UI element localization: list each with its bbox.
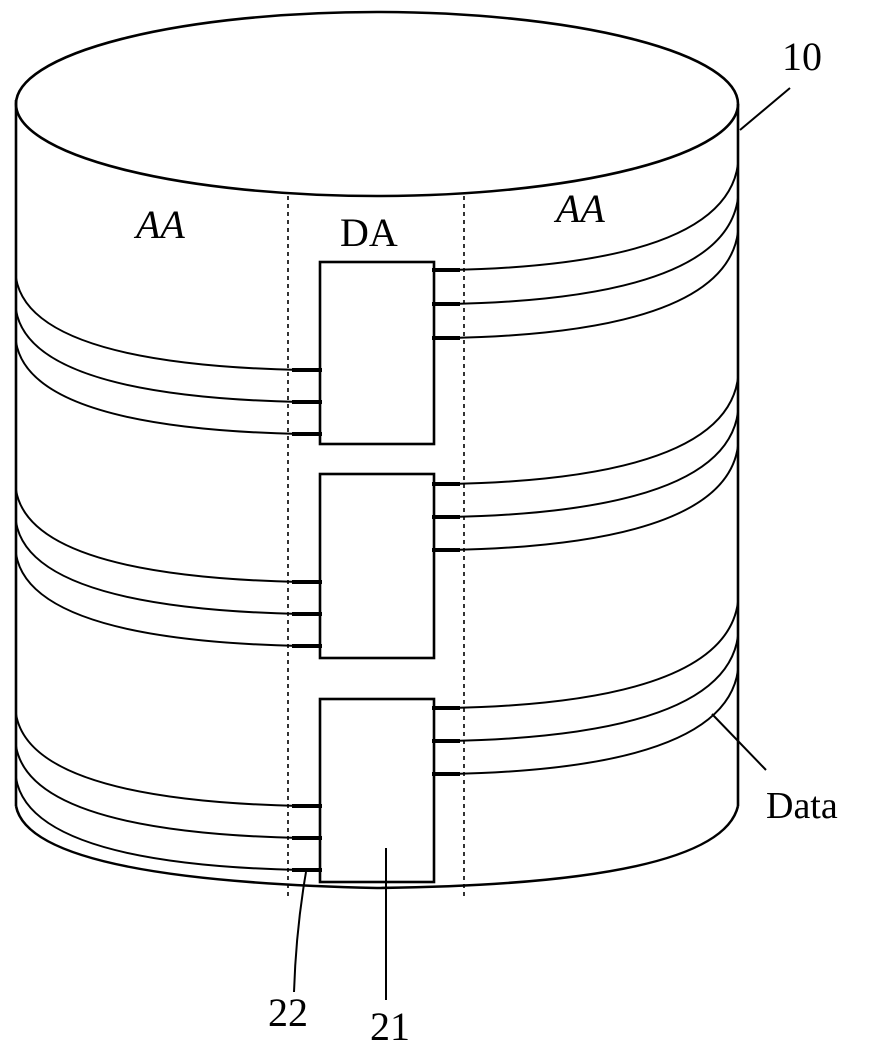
leader-22 bbox=[294, 872, 306, 992]
data-line-right-2-1 bbox=[452, 378, 738, 484]
data-line-left-1-1 bbox=[16, 278, 300, 370]
label-aa-left: AA bbox=[133, 202, 185, 247]
data-line-right-3-3 bbox=[452, 670, 738, 774]
ref-label-22: 22 bbox=[268, 990, 308, 1035]
data-line-right-2-3 bbox=[452, 446, 738, 550]
driver-chips bbox=[320, 262, 434, 882]
leader-10 bbox=[740, 88, 790, 130]
driver-chip-3 bbox=[320, 699, 434, 882]
data-line-left-1-2 bbox=[16, 310, 300, 402]
ref-label-10: 10 bbox=[782, 34, 822, 79]
data-line-left-2-1 bbox=[16, 490, 300, 582]
data-line-right-3-2 bbox=[452, 636, 738, 741]
data-line-right-1-3 bbox=[452, 232, 738, 338]
data-line-left-2-3 bbox=[16, 554, 300, 646]
data-line-left-2-2 bbox=[16, 522, 300, 614]
cylinder-top-ellipse bbox=[16, 12, 738, 196]
data-line-right-2-2 bbox=[452, 412, 738, 517]
label-da: DA bbox=[340, 210, 398, 255]
data-line-left-3-1 bbox=[16, 714, 300, 806]
data-line-left-3-3 bbox=[16, 778, 300, 870]
label-aa-right: AA bbox=[553, 186, 605, 231]
data-line-right-3-1 bbox=[452, 602, 738, 708]
data-line-left-1-3 bbox=[16, 342, 300, 434]
driver-chip-2 bbox=[320, 474, 434, 658]
label-data: Data bbox=[766, 785, 838, 827]
data-line-left-3-2 bbox=[16, 746, 300, 838]
ref-label-21: 21 bbox=[370, 1004, 410, 1049]
driver-chip-1 bbox=[320, 262, 434, 444]
